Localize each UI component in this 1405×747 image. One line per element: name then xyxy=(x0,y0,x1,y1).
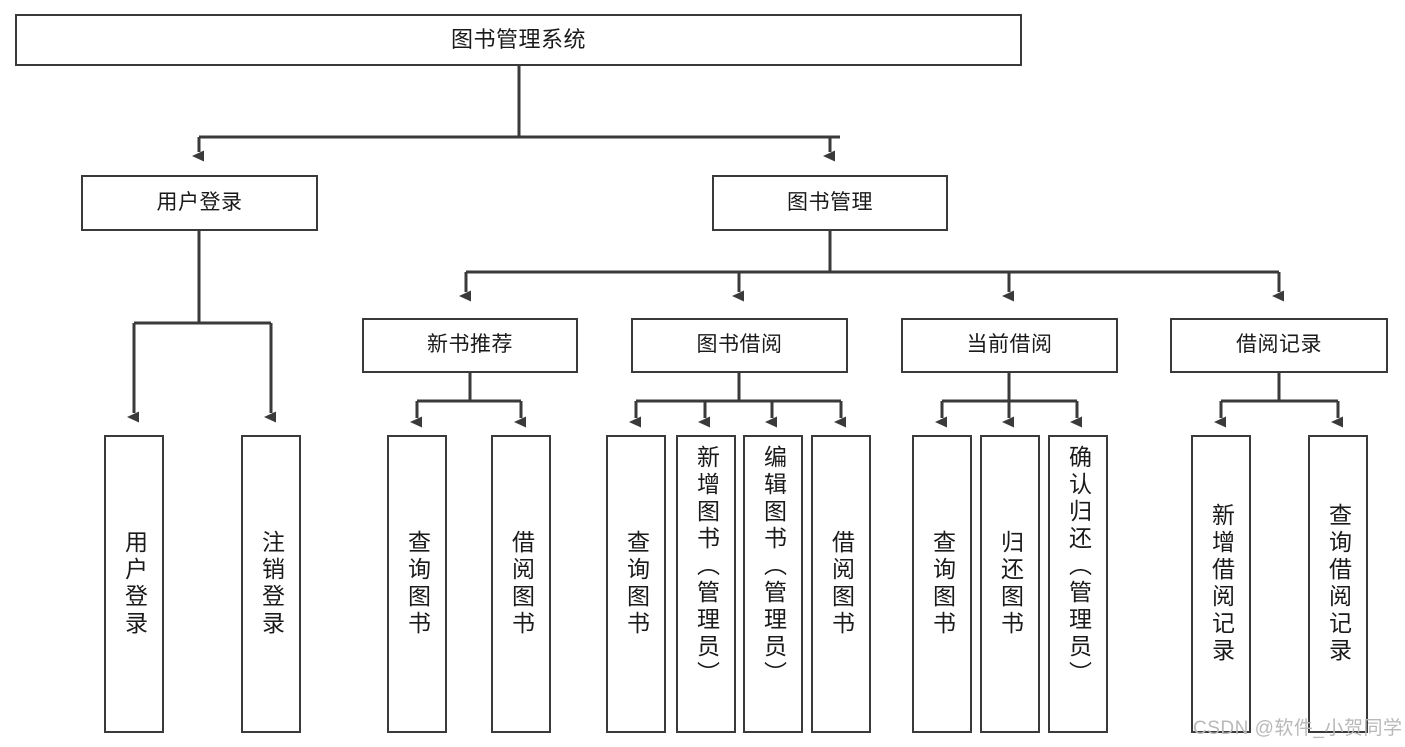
node-label: 借阅记录 xyxy=(1236,333,1322,357)
node-label: 借阅图书 xyxy=(508,530,535,638)
node-label: 图书借阅 xyxy=(696,333,783,357)
leaf-record-query-record[interactable]: 查询借阅记录 xyxy=(1308,435,1368,733)
node-root-system[interactable]: 图书管理系统 xyxy=(15,14,1022,66)
leaf-current-return-book[interactable]: 归还图书 xyxy=(980,435,1040,733)
node-label: 查询图书 xyxy=(404,530,431,638)
node-label: 注销登录 xyxy=(258,530,285,638)
leaf-new-book-query[interactable]: 查询图书 xyxy=(387,435,447,733)
node-label: 新增图书（管理员） xyxy=(693,445,720,688)
node-label: 归还图书 xyxy=(997,530,1024,638)
node-label: 图书管理系统 xyxy=(450,27,586,53)
node-label: 用户登录 xyxy=(121,530,148,638)
leaf-user-login-login[interactable]: 用户登录 xyxy=(104,435,164,733)
leaf-new-book-borrow[interactable]: 借阅图书 xyxy=(491,435,551,733)
node-label: 查询图书 xyxy=(623,530,650,638)
node-label: 图书管理 xyxy=(787,190,873,214)
leaf-user-login-logout[interactable]: 注销登录 xyxy=(241,435,301,733)
leaf-borrow-query-book[interactable]: 查询图书 xyxy=(606,435,666,733)
leaf-borrow-borrow-book[interactable]: 借阅图书 xyxy=(811,435,871,733)
leaf-current-query-book[interactable]: 查询图书 xyxy=(912,435,972,733)
leaf-record-add-record[interactable]: 新增借阅记录 xyxy=(1191,435,1251,733)
node-label: 查询借阅记录 xyxy=(1325,503,1352,665)
node-new-book-recommend[interactable]: 新书推荐 xyxy=(362,318,578,373)
node-user-login[interactable]: 用户登录 xyxy=(81,175,318,231)
leaf-borrow-edit-book-admin[interactable]: 编辑图书（管理员） xyxy=(743,435,803,733)
leaf-current-confirm-return-admin[interactable]: 确认归还（管理员） xyxy=(1048,435,1108,733)
node-book-management[interactable]: 图书管理 xyxy=(712,175,948,231)
node-label: 编辑图书（管理员） xyxy=(760,445,787,688)
node-borrow-record[interactable]: 借阅记录 xyxy=(1170,318,1388,373)
leaf-borrow-add-book-admin[interactable]: 新增图书（管理员） xyxy=(676,435,736,733)
node-label: 新书推荐 xyxy=(427,333,513,357)
node-label: 用户登录 xyxy=(156,190,243,214)
node-label: 确认归还（管理员） xyxy=(1065,445,1092,688)
node-label: 当前借阅 xyxy=(966,333,1053,357)
node-book-borrow[interactable]: 图书借阅 xyxy=(631,318,848,373)
node-current-borrow[interactable]: 当前借阅 xyxy=(901,318,1118,373)
node-label: 新增借阅记录 xyxy=(1208,503,1235,665)
watermark-csdn: CSDN @软件_小贺同学 xyxy=(1193,718,1403,739)
node-label: 借阅图书 xyxy=(828,530,855,638)
node-label: 查询图书 xyxy=(929,530,956,638)
